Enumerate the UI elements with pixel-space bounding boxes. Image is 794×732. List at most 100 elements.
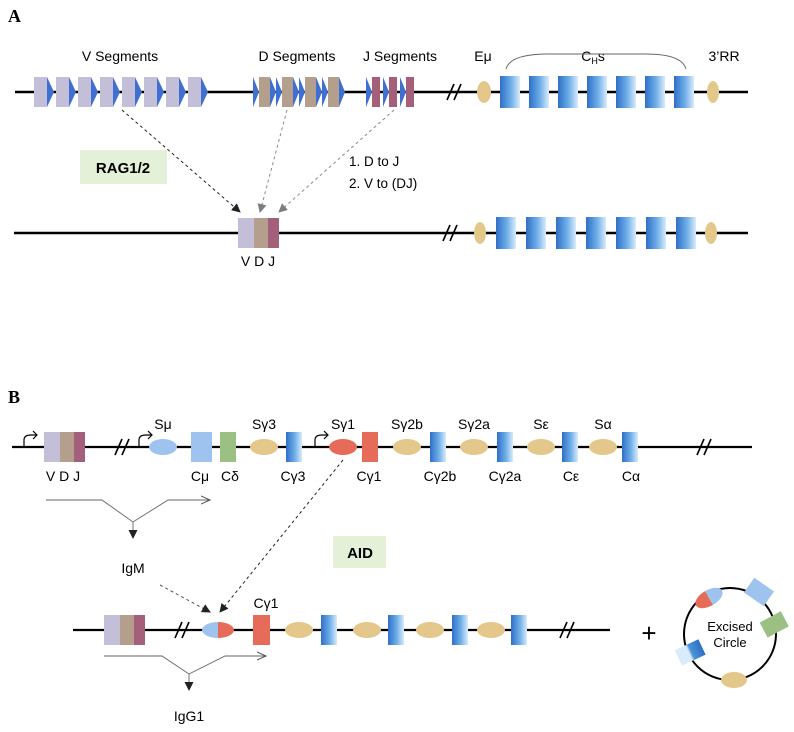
- ch-bracket: [505, 53, 687, 70]
- s-mu-switch-region: [149, 439, 177, 455]
- constant-gene: [586, 217, 606, 249]
- 3rr-label: 3’RR: [708, 48, 739, 64]
- constant-gene: [556, 217, 576, 249]
- switch-region: [477, 622, 505, 638]
- c-delta-on-circle: [759, 611, 789, 638]
- constant-gene-label: Cα: [622, 468, 640, 484]
- constant-gene: [511, 615, 527, 645]
- constant-gene: [529, 76, 549, 108]
- j-segments-label: J Segments: [363, 48, 437, 64]
- d-segments-label: D Segments: [258, 48, 335, 64]
- promoter-arrow: [314, 430, 329, 447]
- d-recombination-arrow: [257, 109, 288, 213]
- v-segment: [100, 77, 120, 107]
- constant-gene-label: Cγ2b: [424, 468, 457, 484]
- switch-region: [353, 622, 381, 638]
- vdj-label: V D J: [46, 468, 80, 484]
- vdj-label: V D J: [241, 253, 275, 269]
- v-segment: [78, 77, 98, 107]
- c-epsilon-gene: [562, 432, 578, 462]
- igm-to-switch-arrow: [159, 584, 211, 613]
- vdj-exon: [44, 432, 85, 462]
- e-mu-enhancer: [477, 81, 491, 103]
- j-segment: [400, 77, 414, 107]
- vdj-exon: [238, 218, 279, 248]
- promoter-arrow: [23, 430, 38, 447]
- v-segment-group: [34, 77, 208, 107]
- v-segments-label: V Segments: [82, 48, 158, 64]
- c-gamma1-gene: [253, 615, 270, 645]
- d-segment: [276, 77, 299, 107]
- s-gamma3-switch-region: [250, 439, 278, 455]
- rag-enzyme-label: RAG1/2: [96, 160, 150, 177]
- c-gamma3-gene: [286, 432, 302, 462]
- switch-region-label: Sε: [533, 416, 549, 432]
- constant-gene-group: [500, 76, 694, 108]
- recombination-step-2: 2. V to (DJ): [349, 176, 417, 191]
- v-segment: [144, 77, 164, 107]
- c-delta-gene: [220, 432, 236, 462]
- chromosome-break: [442, 224, 458, 242]
- chromosome-break: [559, 621, 575, 639]
- aid-enzyme-label: AID: [347, 545, 373, 562]
- chromosome-break: [696, 438, 712, 456]
- promoter-arrow: [138, 430, 153, 447]
- panel-a-label: A: [8, 6, 21, 26]
- 3rr-enhancer: [705, 222, 717, 244]
- chromosome-break: [446, 83, 462, 101]
- v-segment: [188, 77, 208, 107]
- excised-circle: Excised Circle: [674, 577, 789, 688]
- d-segment-group: [253, 77, 345, 107]
- excised-label-line1: Excised: [707, 619, 753, 634]
- s-alpha-switch-region: [589, 439, 617, 455]
- j-recombination-arrow: [278, 109, 395, 213]
- constant-gene: [616, 217, 636, 249]
- hybrid-switch-junction: [202, 622, 234, 638]
- rag-enzyme-box: [80, 150, 167, 184]
- switch-region-label: Sγ2a: [458, 416, 490, 432]
- c-alpha-gene: [622, 432, 638, 462]
- s-gamma3-on-circle: [721, 672, 747, 688]
- plus-sign: +: [641, 618, 656, 648]
- excised-label-line2: Circle: [713, 635, 746, 650]
- constant-gene: [674, 76, 694, 108]
- constant-gene-label: Cε: [563, 468, 579, 484]
- d-segment: [322, 77, 345, 107]
- s-gamma2b-switch-region: [393, 439, 421, 455]
- constant-gene: [646, 217, 666, 249]
- constant-gene-label: Cγ1: [357, 468, 382, 484]
- j-segment-group: [366, 77, 414, 107]
- s-epsilon-switch-region: [527, 439, 555, 455]
- chromosome-break: [114, 438, 130, 456]
- v-segment: [56, 77, 76, 107]
- switch-region: [285, 622, 313, 638]
- switch-region-label: Sμ: [154, 416, 171, 432]
- constant-gene: [558, 76, 578, 108]
- switch-region-label: Sγ3: [252, 416, 276, 432]
- constant-gene: [500, 76, 520, 108]
- recombination-step-1: 1. D to J: [349, 154, 399, 169]
- switch-region: [416, 622, 444, 638]
- panel-b-label: B: [8, 387, 20, 407]
- constant-gene: [321, 615, 337, 645]
- ch-genes-label: CHs: [581, 48, 605, 66]
- c-gamma1-gene: [362, 432, 378, 462]
- e-mu-label: Eμ: [474, 48, 491, 64]
- igm-label: IgM: [121, 560, 144, 576]
- v-segment: [34, 77, 54, 107]
- constant-gene-label: Cμ: [191, 468, 209, 484]
- constant-gene-label: Cγ3: [281, 468, 306, 484]
- constant-gene: [526, 217, 546, 249]
- c-gamma1-label: Cγ1: [254, 595, 279, 611]
- c-gamma2a-gene: [497, 432, 513, 462]
- constant-gene: [616, 76, 636, 108]
- v-recombination-arrow: [121, 109, 241, 213]
- constant-gene: [587, 76, 607, 108]
- vdj-exon: [104, 615, 145, 645]
- switch-region-label: Sγ2b: [391, 416, 423, 432]
- d-segment: [253, 77, 276, 107]
- c-gamma2b-gene: [430, 432, 446, 462]
- constant-gene-group: [496, 217, 696, 249]
- igm-splicing-bracket: [46, 500, 210, 539]
- c-mu-on-circle: [744, 577, 774, 607]
